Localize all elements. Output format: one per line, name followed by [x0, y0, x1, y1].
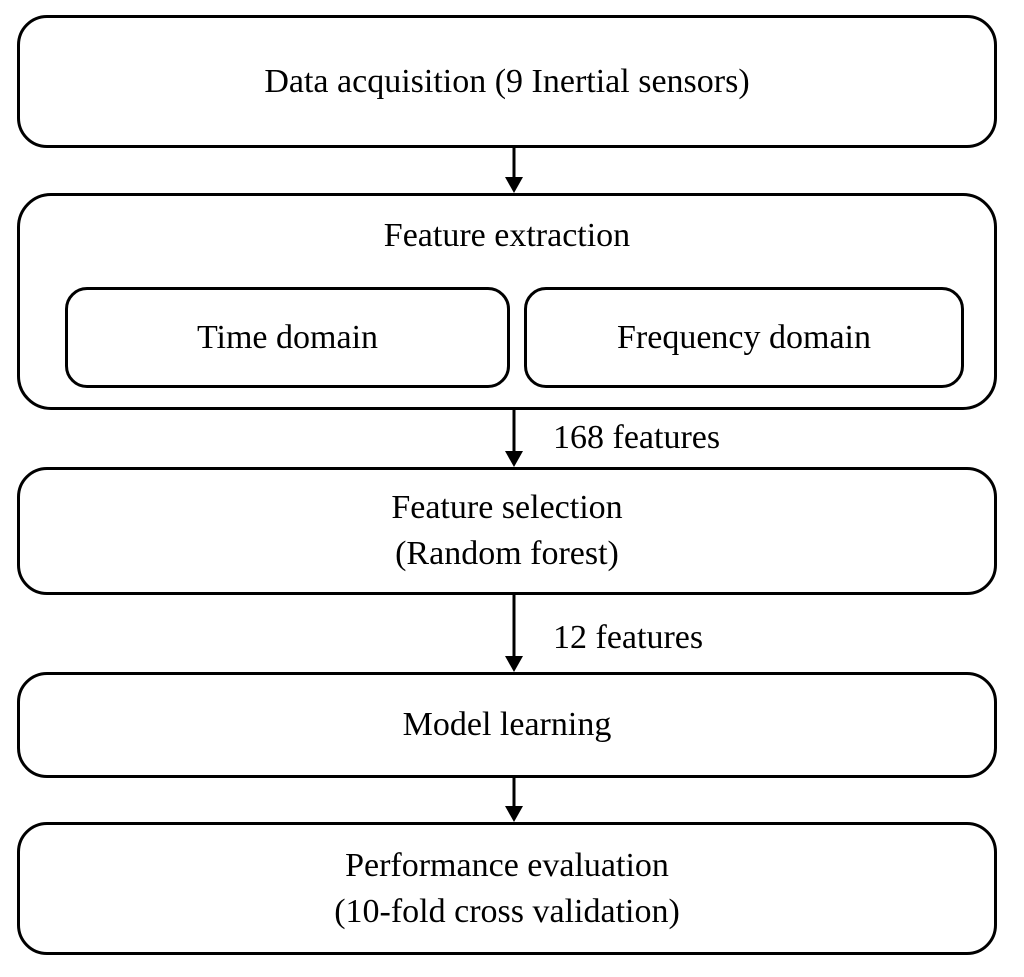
arrow-shaft — [512, 148, 515, 180]
node-feature-selection-label-line1: Feature selection — [391, 489, 623, 527]
node-performance-evaluation-label-line2: (10-fold cross validation) — [334, 892, 680, 930]
arrow-learning-to-evaluation — [504, 778, 523, 822]
node-performance-evaluation: Performance evaluation (10-fold cross va… — [17, 822, 997, 955]
edge-label-168-features: 168 features — [553, 419, 721, 456]
node-feature-selection-label-line2: (Random forest) — [395, 535, 619, 572]
node-feature-extraction-label: Feature extraction — [383, 217, 631, 254]
arrow-acquisition-to-extraction — [504, 148, 523, 193]
node-data-acquisition-label: Data acquisition (9 Inertial sensors) — [264, 62, 750, 100]
arrow-down-icon — [504, 451, 523, 467]
arrow-down-icon — [504, 177, 523, 193]
node-frequency-domain-label: Frequency domain — [617, 318, 871, 356]
node-feature-selection: Feature selection (Random forest) — [17, 467, 997, 595]
node-time-domain: Time domain — [65, 287, 510, 388]
arrow-selection-to-learning — [504, 595, 523, 672]
node-frequency-domain: Frequency domain — [524, 287, 964, 388]
node-feature-extraction: Feature extraction Time domain Frequency… — [17, 193, 997, 410]
arrow-extraction-to-selection — [504, 410, 523, 467]
node-model-learning: Model learning — [17, 672, 997, 778]
arrow-shaft — [512, 778, 515, 809]
node-performance-evaluation-label-line1: Performance evaluation — [345, 846, 669, 884]
arrow-down-icon — [504, 806, 523, 822]
node-model-learning-label: Model learning — [402, 706, 612, 744]
arrow-down-icon — [504, 656, 523, 672]
node-data-acquisition: Data acquisition (9 Inertial sensors) — [17, 15, 997, 148]
node-time-domain-label: Time domain — [196, 318, 379, 356]
arrow-shaft — [512, 410, 515, 454]
edge-label-12-features: 12 features — [553, 619, 704, 656]
arrow-shaft — [512, 595, 515, 659]
